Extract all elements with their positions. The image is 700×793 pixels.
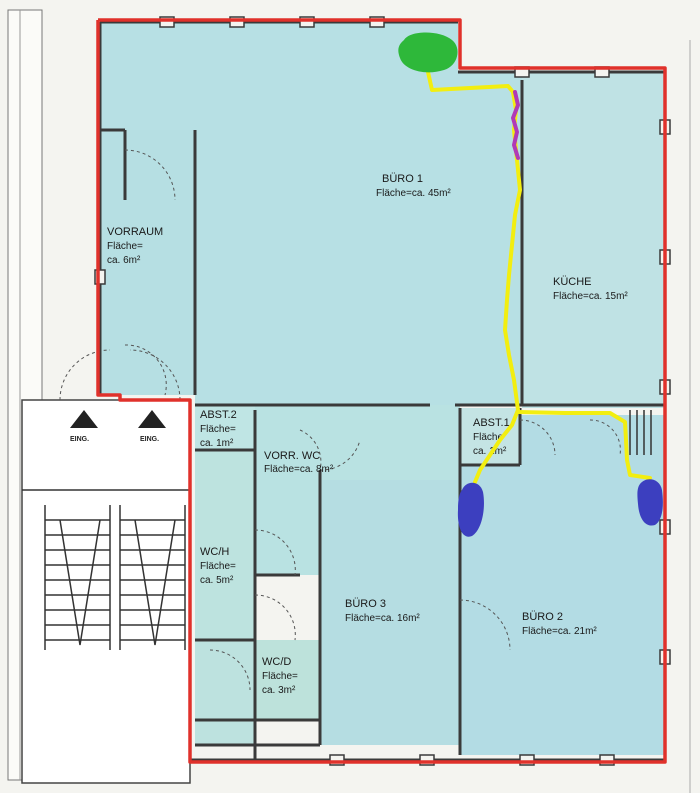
room-fill-buero3 xyxy=(320,480,460,745)
endpoint-marker-left xyxy=(457,482,484,537)
stair-steps xyxy=(22,489,190,650)
entrance-label: EING. xyxy=(140,436,159,443)
room-fill-abst2 xyxy=(195,405,255,450)
room-name-buero3: BÜRO 3 xyxy=(345,598,386,610)
route-segment-purple xyxy=(511,90,520,160)
door-swings xyxy=(124,149,621,691)
room-area-abst2-1: Fläche= xyxy=(200,424,236,435)
room-name-kueche: KÜCHE xyxy=(553,276,592,288)
room-name-abst1: ABST.1 xyxy=(473,417,510,429)
room-area-wch-2: ca. 5m² xyxy=(200,575,234,586)
radiator xyxy=(629,410,652,455)
room-fill-kueche xyxy=(522,72,665,408)
room-fill-abst1 xyxy=(460,408,520,465)
room-area-buero2: Fläche=ca. 21m² xyxy=(522,626,597,637)
room-area-wcd-2: ca. 3m² xyxy=(262,685,296,696)
room-fill-lower-left xyxy=(195,640,255,745)
room-fill-wcd xyxy=(255,640,320,720)
route-main xyxy=(426,70,522,484)
room-area-buero1: Fläche=ca. 45m² xyxy=(376,188,451,199)
room-area-vorraum-1: Fläche= xyxy=(107,241,143,252)
room-area-vorraum-2: ca. 6m² xyxy=(107,255,141,266)
room-fills xyxy=(100,22,665,755)
room-area-buero3: Fläche=ca. 16m² xyxy=(345,613,420,624)
route-overlay xyxy=(426,70,652,484)
room-fill-buero1 xyxy=(100,22,522,405)
room-name-buero2: BÜRO 2 xyxy=(522,611,563,623)
entrance-label: EING. xyxy=(70,436,89,443)
room-labels: BÜRO 1 Fläche=ca. 45m² KÜCHE Fläche=ca. … xyxy=(107,173,628,696)
stairwell: EING. EING. xyxy=(21,349,191,784)
room-fill-vorrwc xyxy=(255,405,460,575)
room-area-vorr-wc: Fläche=ca. 8m² xyxy=(264,464,334,475)
room-name-wcd: WC/D xyxy=(262,656,291,668)
room-fill-wch xyxy=(195,450,255,640)
room-area-wcd-1: Fläche= xyxy=(262,671,298,682)
room-name-wch: WC/H xyxy=(200,546,229,558)
room-name-abst2: ABST.2 xyxy=(200,409,237,421)
endpoint-marker-right xyxy=(637,479,663,526)
entrance-arrow-icon xyxy=(70,410,98,428)
room-area-kueche: Fläche=ca. 15m² xyxy=(553,291,628,302)
source-marker xyxy=(398,32,458,73)
room-name-vorraum: VORRAUM xyxy=(107,226,163,238)
rental-boundary xyxy=(96,18,667,764)
room-area-abst2-2: ca. 1m² xyxy=(200,438,234,449)
room-name-vorr-wc: VORR. WC xyxy=(264,450,320,462)
room-area-abst1-1: Fläche xyxy=(473,432,503,443)
entrance-arrow-icon xyxy=(138,410,166,428)
room-name-buero1: BÜRO 1 xyxy=(382,173,423,185)
room-area-wch-1: Fläche= xyxy=(200,561,236,572)
route-branch xyxy=(516,410,652,480)
room-fill-buero2 xyxy=(460,415,665,755)
